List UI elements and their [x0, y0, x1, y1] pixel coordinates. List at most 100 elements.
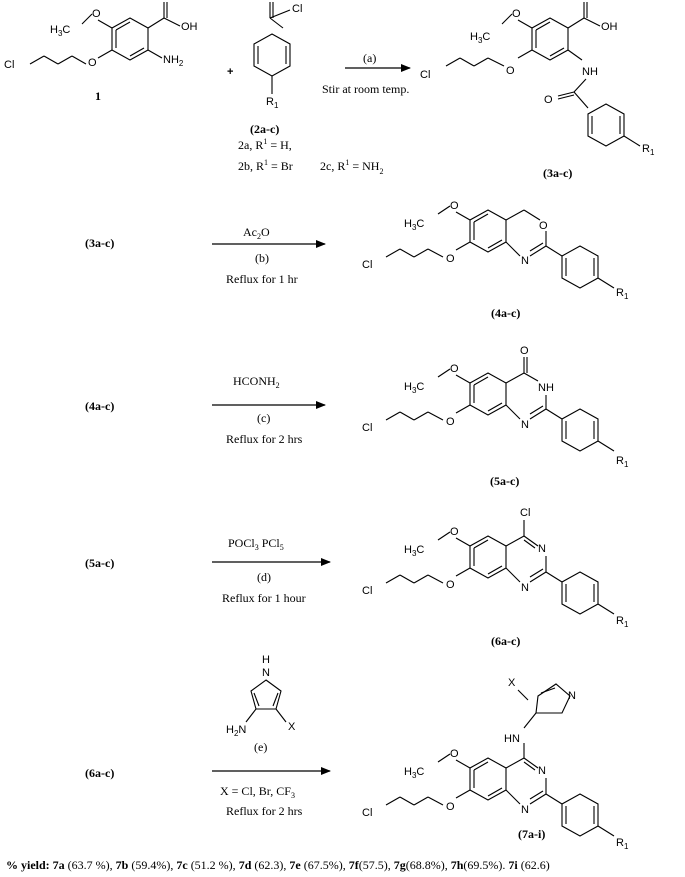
yield-value: (57.5), [358, 858, 394, 872]
atom-oh: OH [181, 21, 198, 33]
compound-3-label: (3a-c) [543, 166, 572, 180]
r1-label: R1 [616, 615, 629, 629]
atom-nh2: H2N [226, 724, 246, 738]
yield-value: (62.3), [251, 858, 290, 872]
yield-compound-id: 7g [393, 858, 406, 872]
methyl-label: H3C [404, 218, 424, 232]
atom-o: O [446, 801, 455, 813]
condition-d-label: (d) [257, 570, 271, 584]
compound-4-structure: O N R1 O H3C O Cl [362, 200, 629, 301]
atom-n: N [521, 582, 529, 594]
atom-o: O [539, 220, 548, 232]
compound-5-label: (5a-c) [490, 474, 519, 488]
atom-nh: NH [582, 66, 598, 78]
methyl-label: H3C [470, 31, 490, 45]
condition-c-text: Reflux for 2 hrs [226, 432, 303, 446]
yield-summary: % yield: 7a (63.7 %), 7b (59.4%), 7c (51… [6, 858, 685, 873]
atom-o: O [92, 8, 101, 20]
atom-o: O [582, 0, 591, 3]
condition-e-label: (e) [254, 740, 267, 754]
atom-o: O [544, 94, 553, 106]
yield-compound-id: 7i [508, 858, 518, 872]
atom-n: N [521, 419, 529, 431]
atom-o: O [450, 200, 459, 212]
r1-label: R1 [616, 287, 629, 301]
condition-d-reagent: POCl3 PCl5 [228, 536, 284, 552]
aminopyrrole-reagent: H N H2N X [226, 654, 296, 738]
atom-cl: Cl [420, 69, 430, 81]
atom-o: O [446, 253, 455, 265]
condition-d-text: Reflux for 1 hour [222, 591, 306, 605]
atom-hn: HN [504, 733, 520, 745]
atom-o: O [446, 416, 455, 428]
atom-o: O [512, 8, 521, 20]
condition-a-label: (a) [363, 51, 376, 65]
yield-compound-id: 7h [450, 858, 464, 872]
r1-label: R1 [616, 837, 629, 851]
compound-4-label: (4a-c) [491, 306, 520, 320]
plus-sign: + [227, 66, 233, 78]
yield-value: (69.5%). [463, 858, 509, 872]
compound-1-label: 1 [95, 89, 101, 103]
substituent-2b: 2b, R1 = Br [238, 158, 293, 173]
atom-n: N [262, 667, 270, 679]
atom-cl: Cl [4, 59, 14, 71]
atom-o: O [520, 345, 529, 357]
condition-b-label: (b) [255, 251, 269, 265]
atom-o: O [446, 579, 455, 591]
atom-cl: Cl [520, 507, 530, 519]
condition-e-x: X = Cl, Br, CF3 [220, 784, 295, 800]
atom-x: X [288, 721, 296, 733]
compound-2-label: (2a-c) [250, 122, 279, 136]
yield-value: (59.4%), [128, 858, 177, 872]
atom-o: O [162, 0, 171, 3]
yield-compound-id: 7e [289, 858, 301, 872]
condition-c-reagent: HCONH2 [233, 374, 280, 390]
reactant-6-label: (6a-c) [85, 766, 114, 780]
condition-c-label: (c) [257, 411, 270, 425]
atom-nh: NH [538, 382, 554, 394]
atom-o: O [264, 0, 273, 3]
yield-compound-id: 7c [176, 858, 188, 872]
atom-o: O [88, 57, 97, 69]
yield-value: (67.5%), [300, 858, 349, 872]
atom-x: X [508, 677, 516, 689]
compound-6-structure: Cl N N R1 O H3C O Cl [362, 507, 629, 629]
methyl-label: H3C [404, 544, 424, 558]
methyl-label: H3C [50, 24, 70, 38]
reactant-4-label: (4a-c) [85, 399, 114, 413]
atom-o: O [506, 65, 515, 77]
atom-cl: Cl [362, 585, 372, 597]
methyl-label: H3C [404, 766, 424, 780]
yield-items: 7a (63.7 %), 7b (59.4%), 7c (51.2 %), 7d… [53, 858, 550, 872]
reactant-5-label: (5a-c) [85, 556, 114, 570]
r1-label: R1 [642, 143, 655, 157]
atom-cl: Cl [362, 422, 372, 434]
yield-value: (62.6) [517, 858, 550, 872]
yield-prefix: % yield: [6, 858, 53, 872]
condition-b-reagent: Ac2O [243, 225, 270, 241]
atom-cl: Cl [362, 807, 372, 819]
compound-7-structure: X N HN N N R1 O H3C O Cl [362, 677, 629, 851]
methyl-label: H3C [404, 381, 424, 395]
atom-n: N [538, 765, 546, 777]
compound-2-structure: O Cl R1 [253, 0, 302, 110]
yield-value: (68.8%), [405, 858, 451, 872]
yield-compound-id: 7d [238, 858, 252, 872]
atom-cl: Cl [292, 3, 302, 15]
atom-o: O [450, 748, 459, 760]
compound-3-structure: O OH NH O R1 O H3C O Cl [420, 0, 655, 157]
atom-o: O [450, 526, 459, 538]
condition-e-text: Reflux for 2 hrs [226, 804, 303, 818]
atom-n: N [521, 255, 529, 267]
yield-compound-id: 7f [348, 858, 359, 872]
r1-label: R1 [616, 455, 629, 469]
atom-o: O [450, 363, 459, 375]
atom-nh: NH2 [163, 54, 184, 68]
compound-1-structure: O OH NH2 O H3C O Cl [4, 0, 198, 71]
condition-b-text: Reflux for 1 hr [226, 272, 298, 286]
reactant-3-label: (3a-c) [85, 236, 114, 250]
yield-value: (51.2 %), [187, 858, 239, 872]
atom-h: H [262, 654, 270, 666]
